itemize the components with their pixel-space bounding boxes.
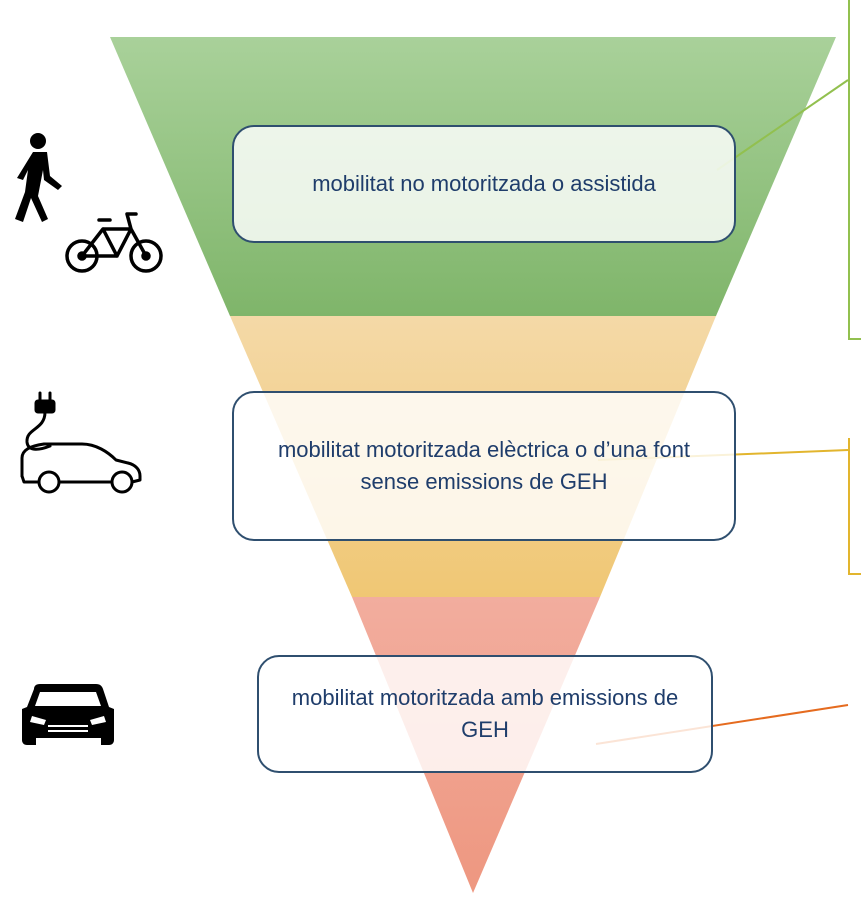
walking-person-icon — [15, 133, 62, 222]
level-2-label-box: mobilitat motoritzada elèctrica o d’una … — [232, 391, 736, 541]
annotation-box-green — [848, 0, 861, 340]
level-3-label: mobilitat motoritzada amb emissions de G… — [291, 685, 679, 742]
level-1-label: mobilitat no motoritzada o assistida — [312, 171, 656, 196]
leader-line-green — [716, 79, 849, 171]
annotation-box-yellow — [848, 438, 861, 575]
level-2-label: mobilitat motoritzada elèctrica o d’una … — [277, 437, 691, 494]
bicycle-icon — [65, 212, 163, 273]
level-1-label-box: mobilitat no motoritzada o assistida — [232, 125, 736, 243]
combustion-car-icon — [22, 684, 114, 745]
level-3-label-box: mobilitat motoritzada amb emissions de G… — [257, 655, 713, 773]
electric-car-plug-icon — [20, 391, 142, 494]
